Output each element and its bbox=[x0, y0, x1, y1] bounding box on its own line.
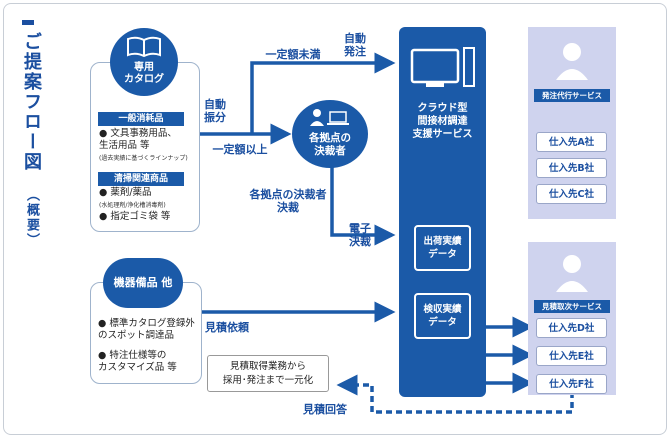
diagram-title: ご提案フロー図 （概要） bbox=[20, 32, 42, 248]
item-note: (水処理剤/浄化槽消毒剤) bbox=[99, 202, 166, 209]
acceptance-data-box: 検収実績 データ bbox=[414, 293, 471, 339]
title-main: ご提案フロー図 bbox=[21, 32, 42, 172]
supplier-a: 仕入先A社 bbox=[536, 132, 607, 152]
supplier-b: 仕入先B社 bbox=[536, 158, 607, 178]
supplier-c: 仕入先C社 bbox=[536, 184, 607, 204]
label-quote-request: 見積依頼 bbox=[205, 321, 249, 334]
book-icon bbox=[127, 36, 161, 58]
person-laptop-icon bbox=[310, 109, 349, 126]
label-approver-decide: 各拠点の決裁者 決裁 bbox=[249, 188, 327, 214]
approver-circle: 各拠点の 決裁者 bbox=[292, 100, 368, 168]
item-note: (過去実績に基づくラインナップ) bbox=[99, 155, 188, 162]
item-text: 指定ゴミ袋 等 bbox=[110, 211, 171, 222]
list-item: ● 薬剤/薬品 (水処理剤/浄化槽消毒剤) bbox=[99, 187, 166, 209]
item-text: 特注仕様等の カスタマイズ品 等 bbox=[98, 350, 177, 373]
label-e-approve: 電子 決裁 bbox=[349, 222, 371, 248]
label-under-amount: 一定額未満 bbox=[265, 48, 321, 61]
item-text: 薬剤/薬品 bbox=[110, 187, 152, 198]
cloud-service-label: クラウド型 間接材調達 支援サービス bbox=[412, 103, 473, 140]
label-over-amount: 一定額以上 bbox=[212, 143, 268, 156]
centralize-callout: 見積取得業務から 採用･発注まで一元化 bbox=[207, 355, 329, 392]
label-quote-reply: 見積回答 bbox=[303, 403, 347, 416]
section-head-consumables: 一般消耗品 bbox=[98, 112, 184, 126]
catalog-circle: 専用 カタログ bbox=[110, 28, 178, 96]
shipment-data-box: 出荷実績 データ bbox=[414, 225, 471, 271]
approver-label: 各拠点の 決裁者 bbox=[309, 132, 351, 157]
supplier-e: 仕入先E社 bbox=[536, 346, 607, 366]
section-head-cleaning: 清掃関連商品 bbox=[98, 172, 184, 186]
item-text: 標準カタログ登録外 のスポット調達品 bbox=[98, 318, 195, 341]
list-item: ● 標準カタログ登録外 のスポット調達品 bbox=[98, 318, 195, 341]
label-auto-split: 自動 振分 bbox=[204, 98, 226, 124]
list-item: ● 特注仕様等の カスタマイズ品 等 bbox=[98, 350, 177, 373]
list-item: ● 文具事務用品、 生活用品 等 (過去実績に基づくラインナップ) bbox=[99, 128, 188, 162]
title-sub: （概要） bbox=[24, 188, 39, 249]
label-auto-order: 自動 発注 bbox=[344, 32, 366, 58]
cloud-service-panel bbox=[399, 27, 486, 397]
equipment-label: 機器備品 他 bbox=[103, 258, 183, 308]
catalog-label: 専用 カタログ bbox=[124, 62, 164, 85]
item-text: 文具事務用品、 生活用品 等 bbox=[99, 128, 177, 151]
agency-service-label: 発注代行サービス bbox=[534, 89, 610, 102]
supplier-f: 仕入先F社 bbox=[536, 374, 607, 394]
supplier-d: 仕入先D社 bbox=[536, 318, 607, 338]
quote-service-label: 見積取次サービス bbox=[534, 300, 610, 313]
title-marker bbox=[22, 20, 34, 25]
list-item: ● 指定ゴミ袋 等 bbox=[99, 211, 171, 222]
